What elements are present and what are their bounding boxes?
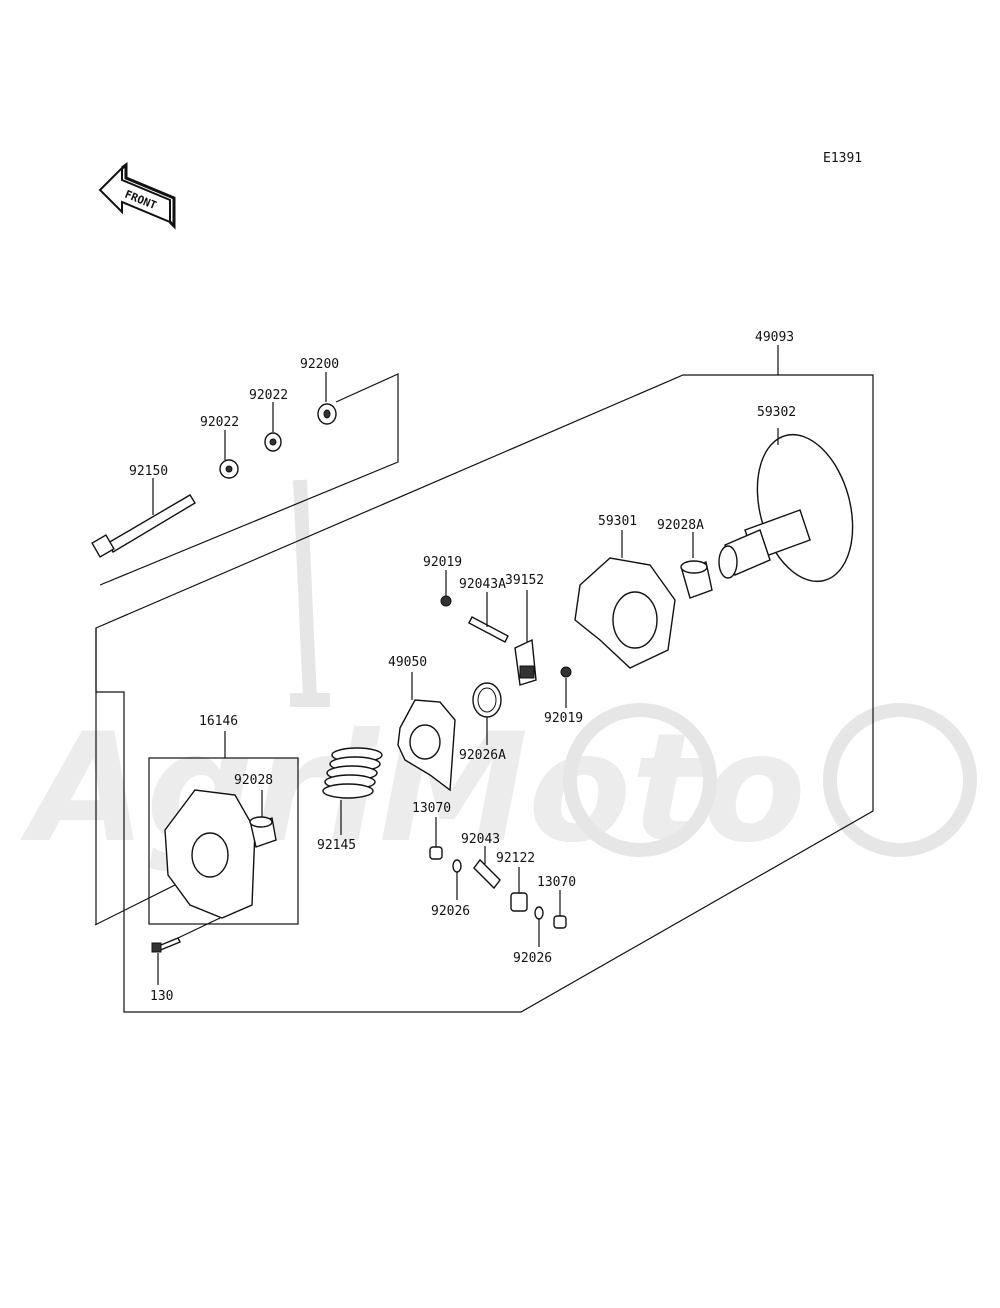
assembly-outline <box>95 374 874 1013</box>
washer-92200 <box>317 372 337 425</box>
label-59301: 59301 <box>598 514 637 529</box>
roller-92122 <box>510 867 528 912</box>
nut-92019-b <box>560 666 572 708</box>
label-13070-b: 13070 <box>537 875 576 890</box>
cap-13070-b <box>553 890 567 929</box>
label-92122: 92122 <box>496 851 535 866</box>
front-arrow-icon: FRONT <box>98 162 176 230</box>
label-130: 130 <box>150 989 173 1004</box>
ring-92026A <box>472 682 502 745</box>
label-92022-a: 92022 <box>200 415 239 430</box>
label-92022-b: 92022 <box>249 388 288 403</box>
spider-59301 <box>574 530 676 669</box>
pin-92043A <box>468 592 509 643</box>
label-92026-a: 92026 <box>431 904 470 919</box>
bushing-92028 <box>249 790 277 848</box>
label-92026A: 92026A <box>459 748 506 763</box>
subassembly-box <box>148 757 299 925</box>
washer-92022-b <box>264 402 282 452</box>
weight-39152 <box>514 590 537 686</box>
part-labels: 49093 59302 59301 92028A 92200 92022 920… <box>129 330 796 1004</box>
label-92043A: 92043A <box>459 577 506 592</box>
bushing-92028A <box>680 532 713 599</box>
ramp-49050 <box>397 672 456 792</box>
label-92019-a: 92019 <box>423 555 462 570</box>
label-92028: 92028 <box>234 773 273 788</box>
washer-92026-a <box>452 859 462 900</box>
label-92026-b: 92026 <box>513 951 552 966</box>
nut-92019-a <box>440 570 452 607</box>
label-59302: 59302 <box>757 405 796 420</box>
bolt-92150 <box>91 478 196 558</box>
washer-92026-b <box>534 906 544 947</box>
label-92028A: 92028A <box>657 518 704 533</box>
label-39152: 39152 <box>505 573 544 588</box>
plate-16146 <box>94 789 256 926</box>
cap-13070-a <box>429 817 443 860</box>
label-92145: 92145 <box>317 838 356 853</box>
washer-box <box>99 373 399 586</box>
label-92043: 92043 <box>461 832 500 847</box>
label-49093: 49093 <box>755 330 794 345</box>
sheave-59302 <box>718 428 854 583</box>
label-92019-b: 92019 <box>544 711 583 726</box>
label-92200: 92200 <box>300 357 339 372</box>
bolt-130 <box>151 917 221 985</box>
spring-92145 <box>322 747 383 835</box>
label-92150: 92150 <box>129 464 168 479</box>
diagram-code: E1391 <box>823 151 862 166</box>
label-16146: 16146 <box>199 714 238 729</box>
pin-92043 <box>473 846 501 890</box>
label-13070-a: 13070 <box>412 801 451 816</box>
washer-92022-a <box>219 430 239 479</box>
label-49050: 49050 <box>388 655 427 670</box>
